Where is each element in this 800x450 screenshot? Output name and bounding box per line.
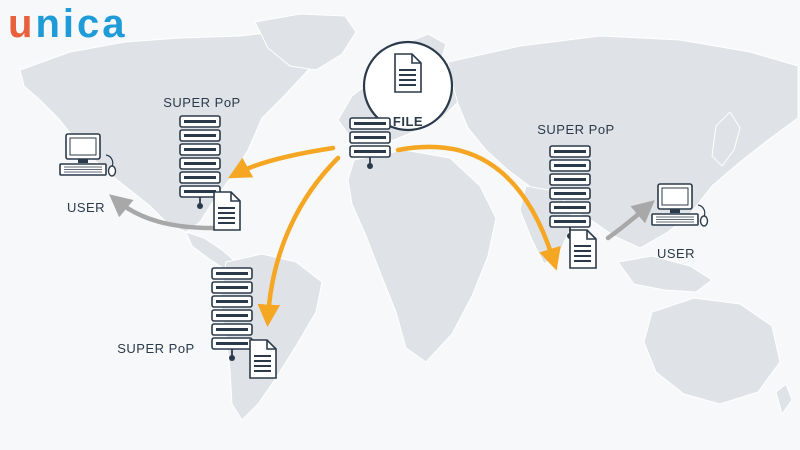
pop-south-label: SUPER PoP bbox=[117, 341, 194, 356]
australia bbox=[643, 297, 781, 405]
arrow-to-pop-west bbox=[228, 145, 336, 179]
asia bbox=[447, 35, 799, 249]
logo-letters-rest: nica bbox=[35, 2, 128, 46]
user-west-label: USER bbox=[67, 200, 105, 215]
pop-east-server-icon bbox=[549, 145, 591, 239]
arrow-to-pop-south bbox=[257, 155, 341, 327]
pop-south-server-icon bbox=[211, 267, 253, 361]
user-east: USER bbox=[651, 183, 709, 261]
origin-server-icon bbox=[349, 117, 391, 169]
super-pop-west: SUPER PoP bbox=[163, 95, 241, 231]
super-pop-south: SUPER PoP bbox=[117, 267, 277, 379]
africa bbox=[347, 149, 497, 363]
japan bbox=[711, 111, 741, 167]
pop-east-file-icon bbox=[569, 229, 597, 269]
delivery-arrows bbox=[228, 144, 561, 327]
origin-file-icon bbox=[394, 53, 422, 93]
pop-west-file-icon bbox=[213, 191, 241, 231]
origin-file-label: FILE bbox=[393, 114, 423, 129]
pop-west-label: SUPER PoP bbox=[163, 95, 240, 110]
arrow-to-user-west bbox=[109, 194, 215, 231]
unica-logo: unica bbox=[8, 2, 127, 46]
pop-south-file-icon bbox=[249, 339, 277, 379]
user-arrows bbox=[109, 194, 655, 241]
arrow-to-user-east bbox=[605, 200, 655, 241]
user-east-label: USER bbox=[657, 246, 695, 261]
greenland bbox=[254, 13, 357, 71]
southeast-asia-islands bbox=[617, 255, 713, 293]
pop-east-label: SUPER PoP bbox=[537, 122, 614, 137]
origin-file-node: FILE bbox=[362, 40, 454, 132]
new-zealand bbox=[775, 383, 793, 416]
super-pop-east: SUPER PoP bbox=[537, 122, 614, 269]
logo-letter-u: u bbox=[8, 2, 36, 46]
user-west: USER bbox=[59, 133, 117, 215]
pop-west-server-icon bbox=[179, 115, 221, 209]
arrow-to-pop-east bbox=[395, 144, 561, 271]
